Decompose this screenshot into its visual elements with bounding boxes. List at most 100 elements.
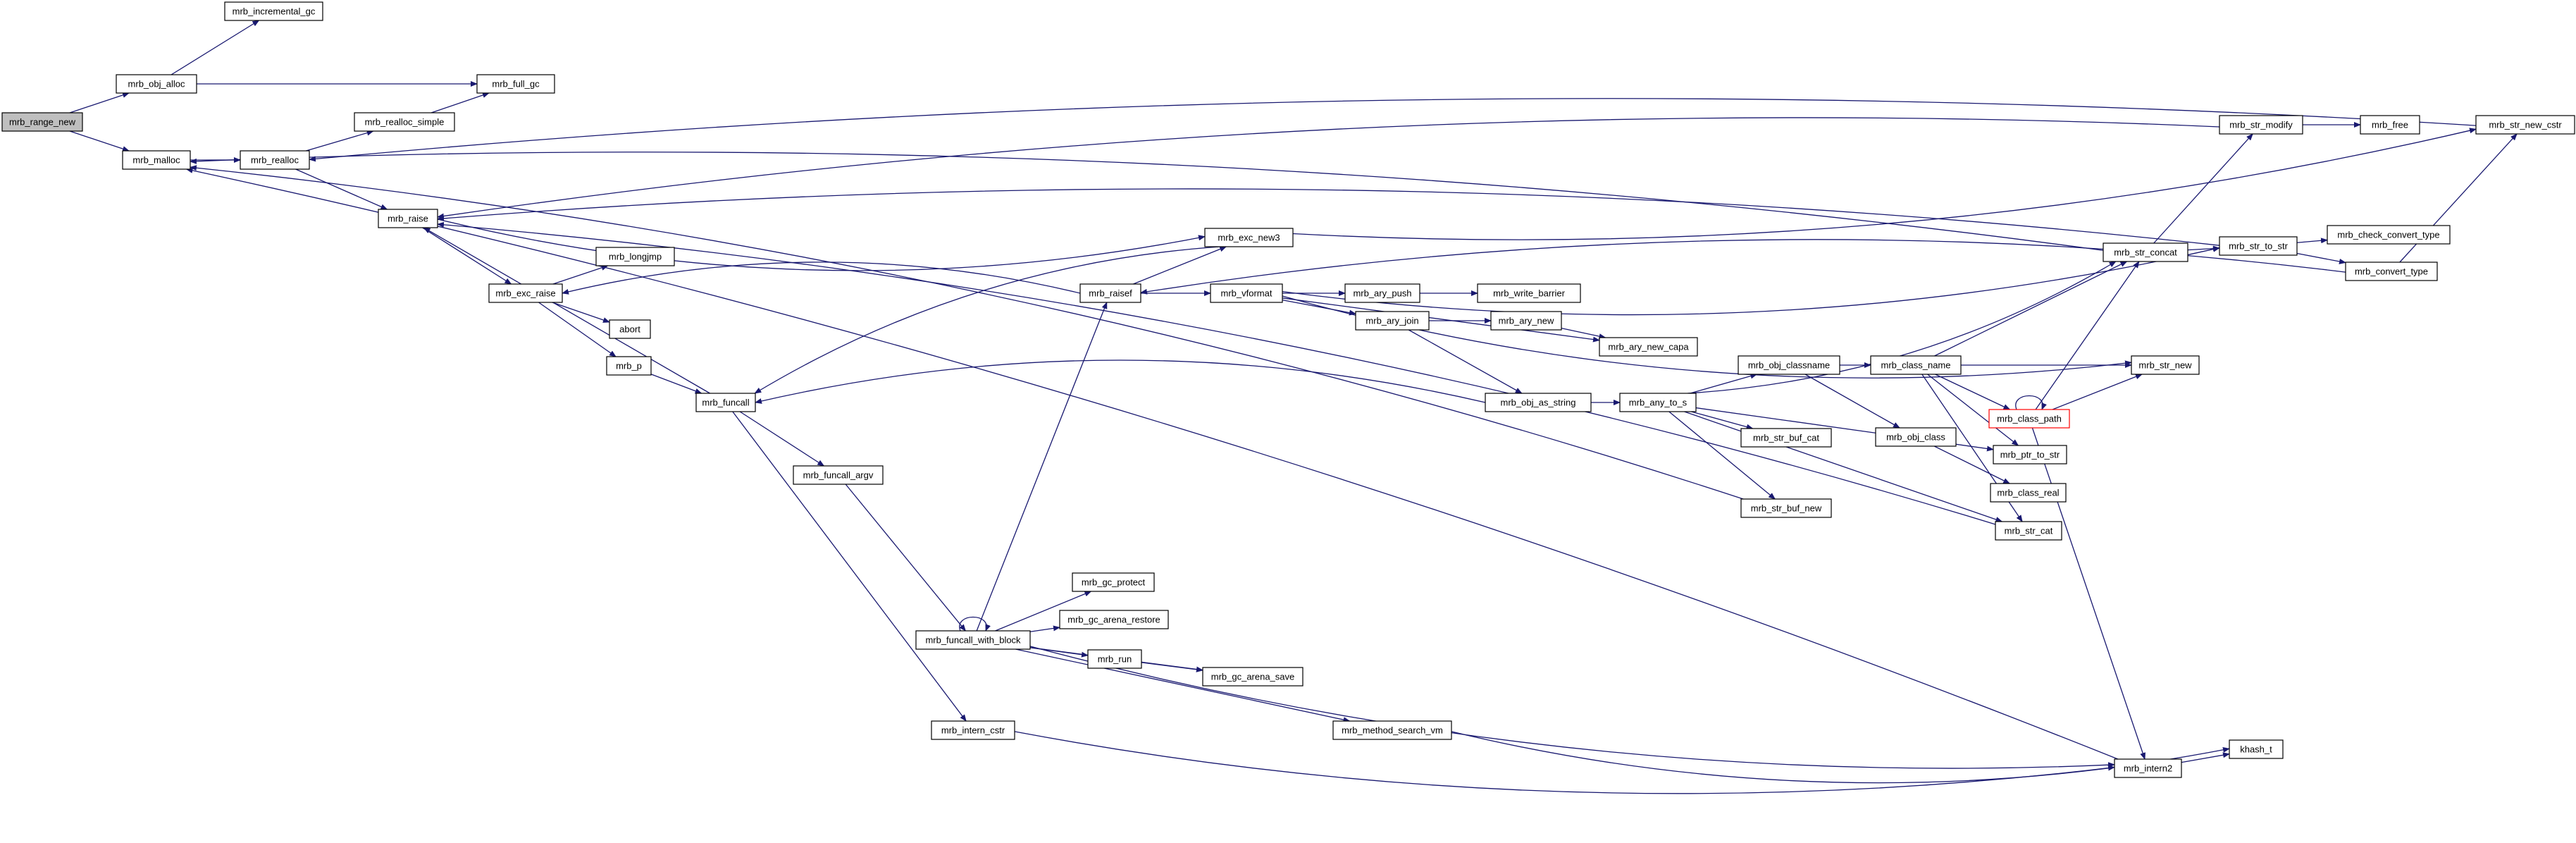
node-label: mrb_str_buf_new xyxy=(1751,503,1822,514)
node-range_new[interactable]: mrb_range_new xyxy=(1,112,83,132)
node-label: mrb_check_convert_type xyxy=(2337,230,2439,240)
node-abort[interactable]: abort xyxy=(609,319,651,339)
node-label: mrb_intern_cstr xyxy=(941,725,1005,736)
node-realloc_simple[interactable]: mrb_realloc_simple xyxy=(354,112,455,132)
edge-str_cat-to-raise xyxy=(437,221,1996,525)
node-label: mrb_obj_as_string xyxy=(1501,398,1576,408)
node-raise[interactable]: mrb_raise xyxy=(378,209,438,228)
node-box xyxy=(1204,228,1294,247)
edge-class_name-to-class_path xyxy=(1935,374,2011,410)
node-obj_alloc[interactable]: mrb_obj_alloc xyxy=(116,74,197,94)
node-str_cat[interactable]: mrb_str_cat xyxy=(1995,521,2062,541)
node-funcall[interactable]: mrb_funcall xyxy=(695,393,756,412)
node-malloc[interactable]: mrb_malloc xyxy=(122,150,191,170)
node-box xyxy=(1875,427,1957,447)
node-str_buf_new[interactable]: mrb_str_buf_new xyxy=(1740,498,1832,518)
node-ptr_to_str[interactable]: mrb_ptr_to_str xyxy=(1993,445,2067,464)
edge-intern2-to-khash_t xyxy=(2181,752,2230,763)
node-class_name[interactable]: mrb_class_name xyxy=(1870,355,1962,375)
edge-str_new_cstr-to-realloc xyxy=(309,98,2477,162)
node-box xyxy=(2219,236,2298,256)
node-label: mrb_str_modify xyxy=(2229,120,2293,130)
edge-ary_join-to-obj_as_string xyxy=(1408,329,1523,394)
node-label: mrb_intern2 xyxy=(2124,763,2172,774)
node-str_new_cstr[interactable]: mrb_str_new_cstr xyxy=(2475,115,2575,135)
node-method_search_vm[interactable]: mrb_method_search_vm xyxy=(1332,720,1452,740)
node-funcall_with_block[interactable]: mrb_funcall_with_block xyxy=(915,630,1031,650)
node-label: mrb_ary_new_capa xyxy=(1608,342,1689,352)
node-gc_protect[interactable]: mrb_gc_protect xyxy=(1072,572,1155,592)
node-ary_join[interactable]: mrb_ary_join xyxy=(1355,311,1430,331)
edge-funcall-to-intern_cstr xyxy=(732,411,967,722)
node-box xyxy=(1619,393,1697,412)
edge-exc_raise-to-p xyxy=(538,302,617,357)
node-any_to_s[interactable]: mrb_any_to_s xyxy=(1619,393,1697,412)
node-box xyxy=(915,630,1031,650)
node-class_path[interactable]: mrb_class_path xyxy=(1988,409,2070,429)
node-write_barrier[interactable]: mrb_write_barrier xyxy=(1477,283,1581,303)
node-vformat[interactable]: mrb_vformat xyxy=(1210,283,1283,303)
node-intern_cstr[interactable]: mrb_intern_cstr xyxy=(931,720,1015,740)
node-label: mrb_vformat xyxy=(1221,288,1272,299)
node-incremental_gc[interactable]: mrb_incremental_gc xyxy=(224,1,323,21)
node-obj_classname[interactable]: mrb_obj_classname xyxy=(1738,355,1840,375)
edge-obj_class-to-class_real xyxy=(1933,445,2011,484)
node-label: mrb_range_new xyxy=(9,117,76,128)
node-label: mrb_class_name xyxy=(1881,360,1951,371)
node-ary_new_capa[interactable]: mrb_ary_new_capa xyxy=(1599,337,1698,357)
node-box xyxy=(488,283,563,303)
node-raisef[interactable]: mrb_raisef xyxy=(1079,283,1141,303)
node-label: mrb_free xyxy=(2372,120,2408,130)
edge-str_concat-to-str_to_str xyxy=(2187,245,2220,252)
edge-class_path-to-str_new xyxy=(2052,374,2143,410)
node-exc_raise[interactable]: mrb_exc_raise xyxy=(488,283,563,303)
node-label: mrb_incremental_gc xyxy=(233,6,316,17)
node-label: mrb_exc_raise xyxy=(495,288,555,299)
node-box xyxy=(1740,428,1832,448)
node-run[interactable]: mrb_run xyxy=(1087,649,1142,669)
edge-funcall_with_block-to-intern2 xyxy=(1029,646,2115,769)
node-free[interactable]: mrb_free xyxy=(2360,115,2420,135)
node-box xyxy=(1599,337,1698,357)
node-obj_as_string[interactable]: mrb_obj_as_string xyxy=(1485,393,1592,412)
node-str_new[interactable]: mrb_str_new xyxy=(2131,355,2200,375)
node-box xyxy=(2229,739,2284,759)
node-label: mrb_ary_join xyxy=(1366,316,1418,326)
node-intern2[interactable]: mrb_intern2 xyxy=(2114,758,2182,778)
node-str_to_str[interactable]: mrb_str_to_str xyxy=(2219,236,2298,256)
node-realloc[interactable]: mrb_realloc xyxy=(240,150,310,170)
node-str_modify[interactable]: mrb_str_modify xyxy=(2219,115,2303,135)
node-longjmp[interactable]: mrb_longjmp xyxy=(595,247,675,266)
node-str_concat[interactable]: mrb_str_concat xyxy=(2103,242,2188,262)
node-box xyxy=(1870,355,1962,375)
node-box xyxy=(606,356,652,376)
node-class_real[interactable]: mrb_class_real xyxy=(1990,483,2067,503)
node-ary_push[interactable]: mrb_ary_push xyxy=(1344,283,1420,303)
node-gc_arena_save[interactable]: mrb_gc_arena_save xyxy=(1202,667,1304,687)
node-gc_arena_restore[interactable]: mrb_gc_arena_restore xyxy=(1059,610,1169,629)
node-box xyxy=(1485,393,1592,412)
node-box xyxy=(2103,242,2188,262)
node-full_gc[interactable]: mrb_full_gc xyxy=(476,74,555,94)
node-label: mrb_convert_type xyxy=(2355,266,2428,277)
node-khash_t[interactable]: khash_t xyxy=(2229,739,2284,759)
node-label: mrb_longjmp xyxy=(609,252,662,262)
node-check_convert_type[interactable]: mrb_check_convert_type xyxy=(2327,225,2451,245)
node-p[interactable]: mrb_p xyxy=(606,356,652,376)
edge-run-to-gc_arena_save xyxy=(1141,662,1203,672)
node-funcall_argv[interactable]: mrb_funcall_argv xyxy=(793,465,884,485)
node-convert_type[interactable]: mrb_convert_type xyxy=(2345,261,2438,281)
edge-obj_alloc-to-incremental_gc xyxy=(171,20,260,75)
node-str_buf_cat[interactable]: mrb_str_buf_cat xyxy=(1740,428,1832,448)
node-box xyxy=(793,465,884,485)
node-exc_new3[interactable]: mrb_exc_new3 xyxy=(1204,228,1294,247)
nodes-layer: mrb_range_new mrb_incremental_gc mrb_obj_a… xyxy=(1,1,2575,778)
node-box xyxy=(1202,667,1304,687)
node-obj_class[interactable]: mrb_obj_class xyxy=(1875,427,1957,447)
node-ary_new[interactable]: mrb_ary_new xyxy=(1490,311,1562,331)
node-box xyxy=(1995,521,2062,541)
node-box xyxy=(354,112,455,132)
edge-str_to_str-to-check_convert_type xyxy=(2296,238,2328,244)
edge-obj_classname-to-obj_class xyxy=(1804,374,1900,429)
